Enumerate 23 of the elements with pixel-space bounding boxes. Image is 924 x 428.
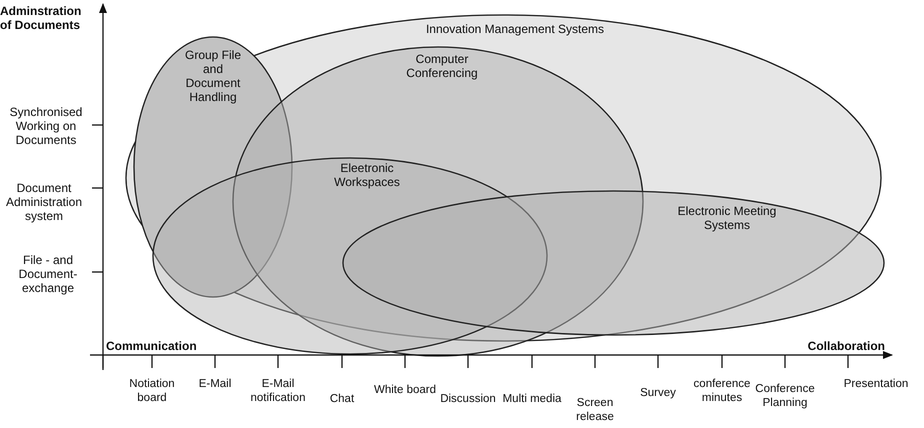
axis-label: Synchronised Working on Documents [8, 105, 84, 147]
set-label: Electronic Meeting Systems [676, 204, 778, 232]
tick-label: Screen release [575, 396, 615, 424]
axis-label: File - and Document- exchange [18, 253, 78, 295]
axis-label: Document Administration system [4, 181, 84, 223]
tick-label: conference minutes [692, 377, 752, 405]
set-label: Eleetronic Workspaces [333, 161, 401, 189]
axis-title: Adminstration of Documents [0, 4, 80, 32]
tick-label: Discussion [439, 392, 497, 406]
tick-label: Chat [328, 392, 356, 406]
axis-title: Communication [106, 339, 198, 353]
tick-label: E-Mail notification [250, 377, 306, 405]
set-label: Innovation Management Systems [424, 22, 606, 36]
tick-label: White board [372, 383, 437, 397]
tick-label: Conference Planning [754, 382, 816, 410]
tick-label: Survey [639, 386, 677, 400]
tick-label: Multi media [502, 392, 562, 406]
set-label: Computer Conferencing [405, 52, 479, 80]
tick-label: Notiation board [128, 377, 176, 405]
tick-label: E-Mail [198, 377, 232, 391]
axis-title: Collaboration [806, 339, 885, 353]
tick-label: Presentation [842, 377, 910, 391]
set-label: Group File and Document Handling [184, 48, 242, 104]
